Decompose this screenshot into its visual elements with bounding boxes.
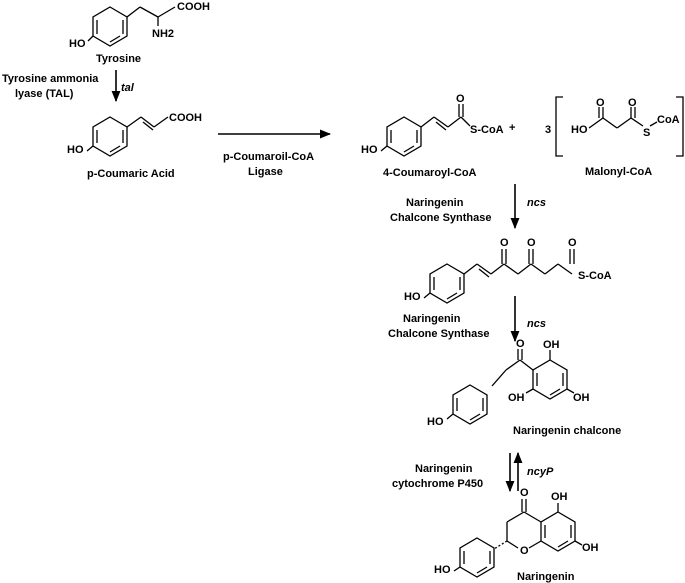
ncs2-gene-label: ncs bbox=[527, 318, 546, 330]
tyrosine-cooh-label: COOH bbox=[177, 1, 210, 13]
intermediate-structure: O O O S-CoA HO bbox=[404, 237, 612, 304]
coumaroyl-ho-label: HO bbox=[361, 144, 378, 156]
malonyl-coa-structure: 3 HO O O S CoA bbox=[545, 96, 684, 157]
intermediate-o3-label: O bbox=[568, 237, 577, 249]
p-coumaric-ho-label: HO bbox=[67, 144, 84, 156]
ligase-enzyme-label-2: Ligase bbox=[248, 166, 283, 178]
ncs1-enzyme-label-2: Chalcone Synthase bbox=[390, 212, 491, 224]
naringenin-name: Naringenin bbox=[517, 571, 575, 583]
p450-enzyme-label-1: Naringenin bbox=[415, 463, 473, 475]
naringenin-chalcone-name: Naringenin chalcone bbox=[513, 425, 621, 437]
ncs2-enzyme-label-1: Naringenin bbox=[403, 313, 461, 325]
p-coumaric-acid-name: p-Coumaric Acid bbox=[87, 168, 175, 180]
malonyl-s-label: S bbox=[643, 127, 650, 139]
tal-gene-label: tal bbox=[121, 82, 135, 94]
intermediate-o1-label: O bbox=[500, 237, 509, 249]
malonyl-ho-label: HO bbox=[571, 124, 588, 136]
p-coumaric-acid-structure: COOH HO bbox=[67, 112, 202, 157]
naringenin-ring-o-label: O bbox=[520, 545, 529, 557]
naringenin-oh-right-label: OH bbox=[582, 542, 599, 554]
malonyl-o1-label: O bbox=[596, 97, 605, 109]
p450-gene-label: ncyP bbox=[527, 466, 554, 478]
chalcone-oh-left-label: OH bbox=[508, 392, 525, 404]
tyrosine-nh2-label: NH2 bbox=[152, 28, 174, 40]
ligase-enzyme-label-1: p-Coumaroil-CoA bbox=[223, 151, 314, 163]
tal-enzyme-label-1: Tyrosine ammonia bbox=[2, 73, 99, 85]
tyrosine-ho-label: HO bbox=[69, 38, 86, 50]
coumaroyl-o-label: O bbox=[456, 93, 465, 105]
naringenin-o-top-label: O bbox=[520, 487, 529, 499]
chalcone-oh-top-label: OH bbox=[543, 339, 560, 351]
tal-enzyme-label-2: lyase (TAL) bbox=[15, 88, 74, 100]
naringenin-oh-top-label: OH bbox=[551, 491, 568, 503]
tyrosine-structure: COOH NH2 HO bbox=[69, 1, 210, 50]
chalcone-o-label: O bbox=[516, 338, 525, 350]
malonyl-o2-label: O bbox=[628, 97, 637, 109]
intermediate-o2-label: O bbox=[527, 237, 536, 249]
intermediate-scoa-label: S-CoA bbox=[578, 270, 612, 282]
coumaroyl-scoa-label: S-CoA bbox=[470, 124, 504, 136]
intermediate-ho-label: HO bbox=[404, 291, 421, 303]
ncs1-gene-label: ncs bbox=[527, 197, 546, 209]
p450-enzyme-label-2: cytochrome P450 bbox=[392, 478, 483, 490]
ncs1-enzyme-label-1: Naringenin bbox=[406, 197, 464, 209]
chalcone-oh-right-label: OH bbox=[573, 392, 590, 404]
ncs2-enzyme-label-2: Chalcone Synthase bbox=[388, 328, 489, 340]
plus-sign: + bbox=[509, 122, 515, 134]
malonyl-coefficient: 3 bbox=[545, 124, 551, 136]
tyrosine-name: Tyrosine bbox=[96, 53, 141, 65]
malonyl-coa-label: CoA bbox=[657, 114, 680, 126]
naringenin-chalcone-structure: O OH OH OH HO bbox=[427, 338, 590, 428]
chalcone-ho-label: HO bbox=[427, 416, 444, 428]
malonyl-coa-name: Malonyl-CoA bbox=[585, 166, 652, 178]
naringenin-ho-label: HO bbox=[434, 564, 451, 576]
coumaroyl-coa-name: 4-Coumaroyl-CoA bbox=[383, 167, 477, 179]
coumaroyl-coa-structure: O S-CoA HO bbox=[361, 93, 504, 157]
naringenin-structure: O OH O OH HO bbox=[434, 487, 599, 578]
p-coumaric-cooh-label: COOH bbox=[169, 112, 202, 124]
